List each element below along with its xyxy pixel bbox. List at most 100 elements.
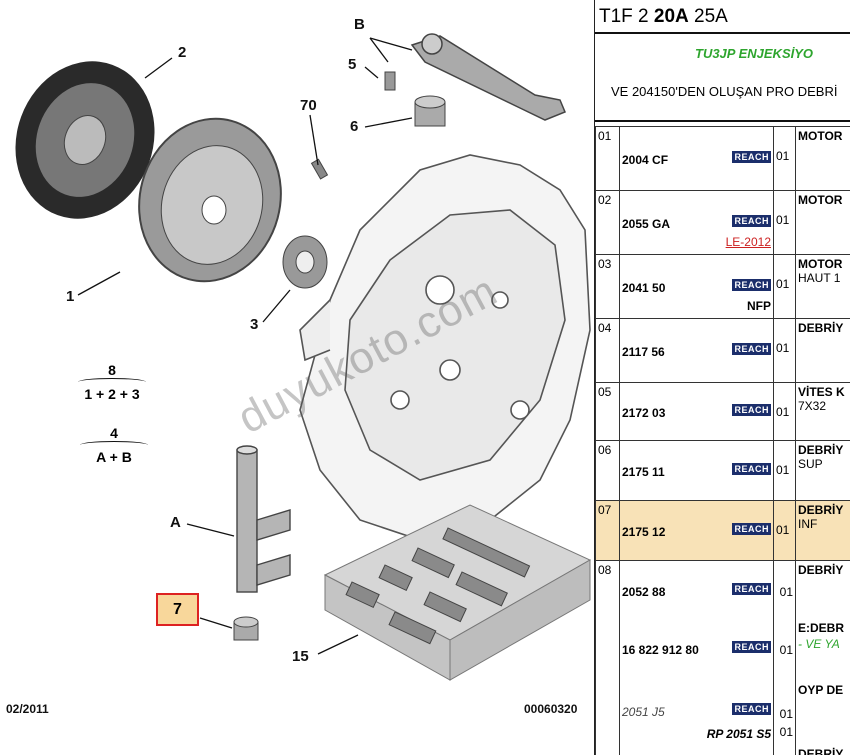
reach-badge[interactable]: REACH bbox=[732, 279, 771, 291]
title-part-b: 20A bbox=[653, 6, 689, 27]
title-part-a: T1F 2 bbox=[599, 6, 654, 27]
row-index: 07 bbox=[595, 500, 620, 561]
reach-badge[interactable]: REACH bbox=[732, 404, 771, 416]
description-detail: 7X32 bbox=[798, 399, 827, 413]
part-reference[interactable]: 2052 88 bbox=[622, 585, 666, 599]
description: DEBRİY bbox=[798, 321, 844, 335]
quantity-cell: 01 bbox=[773, 440, 796, 501]
reference-cell: 2172 03 REACH bbox=[619, 382, 774, 441]
set-8-parts: 1 + 2 + 3 bbox=[84, 386, 140, 402]
description: MOTOR bbox=[798, 129, 843, 143]
reach-badge[interactable]: REACH bbox=[732, 215, 771, 227]
reference-cell: 2004 CF REACH bbox=[619, 126, 774, 191]
reach-badge[interactable]: REACH bbox=[732, 343, 771, 355]
part-reference[interactable]: 16 822 912 80 bbox=[622, 643, 699, 657]
variant-code: NFP bbox=[747, 299, 771, 313]
description-detail: - VE YA bbox=[798, 637, 840, 651]
description-cell: DEBRİY bbox=[795, 318, 850, 383]
bolt-70 bbox=[310, 158, 329, 180]
set-4-formula: 4 A + B bbox=[74, 425, 154, 465]
description-detail: INF bbox=[798, 517, 818, 531]
quantity: 01 bbox=[779, 707, 793, 721]
pin-5 bbox=[384, 71, 396, 91]
description: OYP DE bbox=[798, 683, 844, 697]
engine-label: TU3JP ENJEKSİYO bbox=[695, 46, 814, 61]
reference-cell: 2055 GA REACH LE-2012 bbox=[619, 190, 774, 255]
label-5: 5 bbox=[348, 56, 357, 73]
clutch-disc bbox=[15, 61, 155, 219]
set-8-formula: 8 1 + 2 + 3 bbox=[72, 362, 152, 402]
quantity-cell: 01 bbox=[773, 254, 796, 319]
part-reference[interactable]: RP 2051 S5 bbox=[706, 727, 771, 741]
panel-title: T1F 2 20A 25A bbox=[595, 0, 850, 34]
reference-cell: 2117 56 REACH bbox=[619, 318, 774, 383]
row-index: 05 bbox=[595, 382, 620, 441]
set-8-number: 8 bbox=[108, 362, 116, 378]
selected-callout-7[interactable]: 7 bbox=[156, 593, 199, 626]
row-index: 06 bbox=[595, 440, 620, 501]
part-reference[interactable]: 2172 03 bbox=[622, 406, 666, 420]
release-fork bbox=[410, 33, 566, 121]
reach-badge[interactable]: REACH bbox=[732, 583, 771, 595]
row-index: 04 bbox=[595, 318, 620, 383]
quantity: 01 bbox=[779, 643, 793, 657]
description-cell: MOTOR bbox=[795, 126, 850, 191]
description: DEBRİY bbox=[798, 563, 844, 577]
description-cell: MOTOR bbox=[795, 190, 850, 255]
description-detail: SUP bbox=[798, 457, 823, 471]
reach-badge[interactable]: REACH bbox=[732, 641, 771, 653]
reach-badge[interactable]: REACH bbox=[732, 523, 771, 535]
description: E:DEBR bbox=[798, 621, 845, 635]
label-3: 3 bbox=[250, 316, 259, 333]
row-index: 01 bbox=[595, 126, 620, 191]
part-reference[interactable]: 2051 J5 bbox=[622, 705, 665, 719]
part-reference[interactable]: 2117 56 bbox=[622, 345, 665, 359]
set-4-parts: A + B bbox=[96, 449, 132, 465]
diagram-code: 00060320 bbox=[524, 702, 578, 716]
part-reference[interactable]: 2175 11 bbox=[622, 465, 665, 479]
parts-list-panel: T1F 2 20A 25A TU3JP ENJEKSİYO VE 204150'… bbox=[595, 0, 850, 755]
reference-cell: 2175 12 REACH bbox=[619, 500, 774, 561]
label-2: 2 bbox=[178, 44, 187, 61]
bushing-6 bbox=[414, 95, 446, 127]
label-70: 70 bbox=[300, 97, 317, 114]
quantity-cell: 01 bbox=[773, 382, 796, 441]
part-reference[interactable]: 2004 CF bbox=[622, 153, 669, 167]
date-link[interactable]: LE-2012 bbox=[725, 235, 771, 249]
exploded-parts-diagram: 1 2 3 5 6 70 B A 15 8 1 + 2 + 3 4 A + B … bbox=[6, 0, 595, 755]
leader-lines bbox=[77, 37, 413, 655]
description: DEBRİY bbox=[798, 503, 844, 517]
reach-badge[interactable]: REACH bbox=[732, 463, 771, 475]
reach-badge[interactable]: REACH bbox=[732, 151, 771, 163]
label-6: 6 bbox=[350, 118, 359, 135]
reference-cell: 2041 50 REACH NFP bbox=[619, 254, 774, 319]
title-part-c: 25A bbox=[688, 6, 728, 27]
quantity-cell: 01 bbox=[773, 190, 796, 255]
label-B: B bbox=[354, 16, 365, 33]
description: MOTOR bbox=[798, 193, 843, 207]
part-reference[interactable]: 2041 50 bbox=[622, 281, 666, 295]
row-index: 08 bbox=[595, 560, 620, 755]
part-reference[interactable]: 2055 GA bbox=[622, 217, 671, 231]
reach-badge[interactable]: REACH bbox=[732, 703, 771, 715]
reference-cell: 2052 88 REACH 16 822 912 80 REACH 2051 J5 REA… bbox=[619, 560, 774, 755]
series-note: VE 204150'DEN OLUŞAN PRO DEBRİ bbox=[595, 72, 850, 122]
set-4-number: 4 bbox=[110, 425, 118, 441]
reference-cell: 2175 11 REACH bbox=[619, 440, 774, 501]
shaft-bush-7 bbox=[233, 616, 259, 641]
part-reference[interactable]: 2175 12 bbox=[622, 525, 666, 539]
diagram-date: 02/2011 bbox=[6, 702, 49, 716]
